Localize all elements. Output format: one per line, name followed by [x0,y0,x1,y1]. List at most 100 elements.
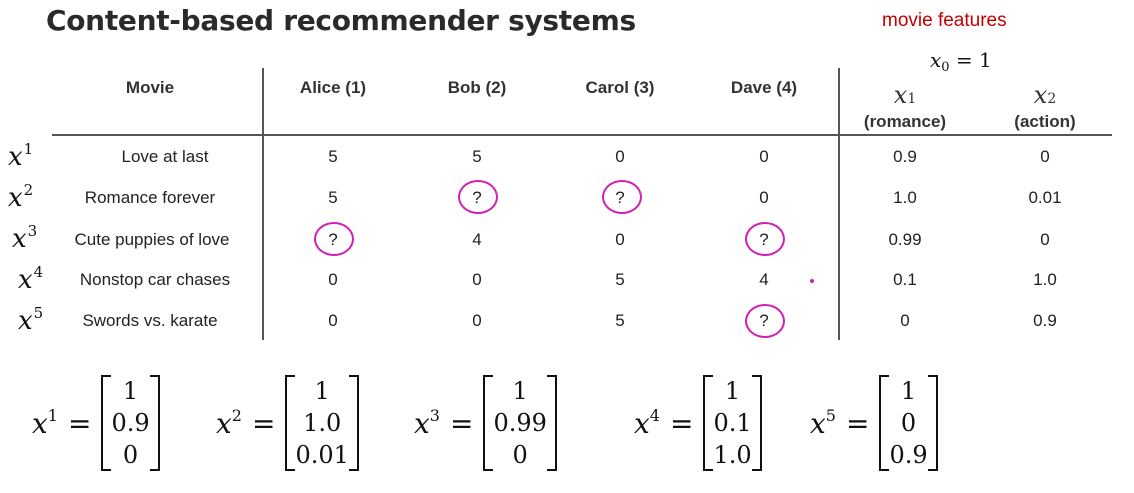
header-user-carol: Carol (3) [585,78,655,97]
vector-superscript: 4 [649,406,660,425]
missing-rating-circle [458,180,498,214]
vector-superscript: 5 [825,406,836,425]
feature-vector-x4: x4= 1 0.1 1.0 [634,375,762,471]
header-user-bob: Bob (2) [447,78,507,97]
row-label-superscript: 4 [33,263,44,281]
rating-cell: 0 [472,311,482,330]
missing-rating-circle [745,222,785,256]
feature-subscript: 1 [907,91,917,107]
rating-cell: 0 [615,230,625,249]
vector-entry: 0.99 [493,409,547,437]
column-vector: 1 1.0 0.01 [285,375,359,471]
rating-cell: 5 [615,311,625,330]
feature-subscript: 2 [1047,91,1057,107]
feature-vector-x2: x2 = 1 1.0 0.01 [216,375,359,471]
row-label-symbol: x [12,224,27,254]
row-label-symbol: x [8,142,23,172]
equals-sign: = [67,407,92,440]
rating-cell: 0 [328,270,338,289]
vector-entry: 1 [314,377,330,405]
row-label-superscript: 5 [33,304,44,322]
column-vector: 1 0.99 0 [483,375,557,471]
missing-rating-circle [314,222,354,256]
row-label-symbol: x [18,265,33,295]
feature-cell: 0.99 [888,230,922,249]
rating-cell: 4 [472,230,482,249]
vector-symbol: x [32,407,48,440]
feature-symbol: x [1033,81,1048,109]
column-vector: 1 0.9 0 [101,375,160,471]
feature-vector-x1: x1= 1 0.9 0 [32,375,160,471]
feature-cell: 0 [1040,147,1050,166]
vector-superscript: 3 [429,406,440,425]
row-label-x1: x1 [8,140,33,172]
rating-cell: 0 [615,147,625,166]
row-label-symbol: x [8,183,23,213]
x0-equation: x0 = 1 [930,48,992,75]
feature-cell: 0.1 [893,270,917,289]
row-label-x4: x4 [18,263,43,295]
feature-cell: 0.01 [1028,188,1062,207]
movie-name: Love at last [121,147,209,166]
missing-rating-circle [745,304,785,338]
x0-subscript: 0 [941,60,950,75]
vector-symbol: x [414,407,430,440]
rating-cell: 0 [759,188,769,207]
feature-description: (romance) [863,112,947,131]
vector-entry: 0.9 [111,409,150,437]
vector-entry: 1.0 [303,409,342,437]
column-vector: 1 0 0.9 [879,375,938,471]
vector-entry: 1 [900,377,917,405]
vector-entry: 1.0 [713,441,752,469]
feature-cell: 0 [1040,230,1050,249]
vector-symbol: x [810,407,826,440]
row-label-x5: x5 [18,304,43,336]
rating-cell: 5 [328,188,338,207]
header-user-dave: Dave (4) [730,78,798,97]
equals-sign: = [251,407,276,440]
header-movie: Movie [125,78,175,97]
movie-name: Nonstop car chases [79,270,231,289]
vector-entry: 0 [122,441,139,469]
rating-cell: 0 [472,270,482,289]
movie-features-label: movie features [882,10,1007,31]
vector-entry: 1 [122,377,139,405]
feature-vector-x3: x3= 1 0.99 0 [414,375,557,471]
header-feature-action: x2 (action) [995,81,1095,132]
vector-superscript: 1 [47,406,58,425]
vector-entry: 1 [724,377,741,405]
movie-name: Swords vs. karate [82,311,218,330]
row-label-x2: x2 [8,181,33,213]
vector-entry: 0 [900,409,917,437]
feature-vector-x5: x5 = 1 0 0.9 [810,375,938,471]
missing-rating-circle [602,180,642,214]
movie-name: Romance forever [84,188,216,207]
vector-entry: 0.9 [889,441,928,469]
equals-sign: = [669,407,694,440]
feature-description: (action) [1014,112,1076,131]
row-label-symbol: x [18,306,33,336]
vector-superscript: 2 [231,406,242,425]
row-label-superscript: 3 [27,222,38,240]
rating-cell: 5 [328,147,338,166]
column-vector: 1 0.1 1.0 [703,375,762,471]
rating-cell: 0 [759,147,769,166]
rating-cell: 5 [472,147,482,166]
feature-symbol: x [893,81,908,109]
feature-cell: 0.9 [893,147,917,166]
rating-cell: 5 [615,270,625,289]
rating-cell: 0 [328,311,338,330]
header-feature-romance: x1 (romance) [850,81,960,132]
vector-entry: 0.01 [295,441,349,469]
rating-cell: 4 [759,270,769,289]
equals-sign: = [845,407,870,440]
header-user-alice: Alice (1) [299,78,367,97]
x0-symbol: x [930,48,942,72]
annotation-dot [810,279,814,283]
movie-name: Cute puppies of love [74,230,230,249]
page-title: Content-based recommender systems [46,4,636,37]
x0-value: = 1 [949,48,992,72]
feature-cell: 0.9 [1033,311,1057,330]
vector-symbol: x [216,407,232,440]
row-label-superscript: 1 [23,140,34,158]
